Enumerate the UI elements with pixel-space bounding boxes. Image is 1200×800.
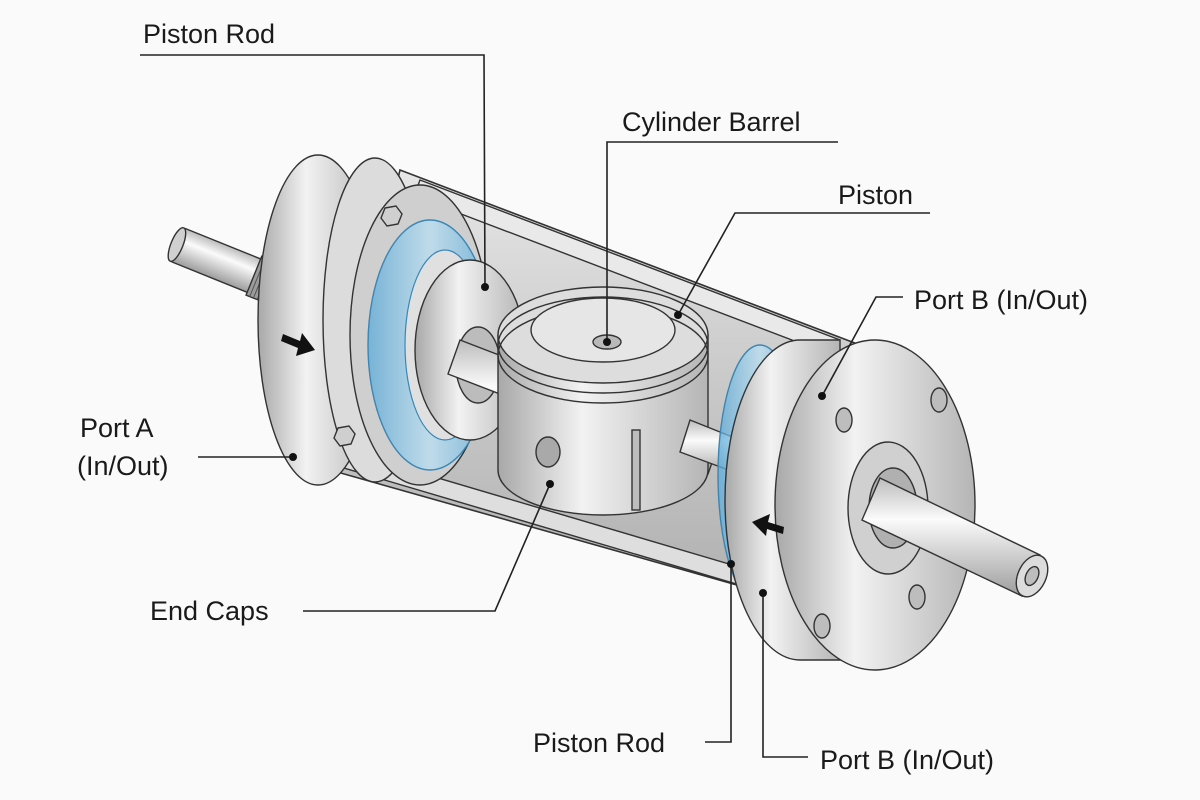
- bolt-icon: [333, 205, 403, 447]
- label-end-caps: End Caps: [150, 596, 269, 626]
- leader-end-caps: [303, 480, 554, 612]
- label-port-a-line1: Port A: [80, 413, 154, 443]
- label-piston-rod-bottom: Piston Rod: [533, 728, 665, 758]
- label-port-b-top: Port B (In/Out): [914, 285, 1088, 315]
- arrow-right-icon: [281, 333, 315, 356]
- piston: [497, 286, 709, 516]
- leader-piston: [674, 212, 930, 319]
- leader-port-b-top: [818, 296, 903, 400]
- arrow-left-icon: [752, 514, 784, 536]
- label-piston: Piston: [838, 180, 913, 210]
- bolt-hole-icon: [813, 387, 948, 639]
- leader-cylinder-barrel: [603, 141, 838, 346]
- label-piston-rod-top: Piston Rod: [143, 19, 275, 49]
- leader-piston-rod-bottom: [705, 560, 735, 743]
- label-port-a-line2: (In/Out): [77, 451, 169, 481]
- leader-port-a: [198, 453, 297, 461]
- right-piston-rod: [861, 477, 1049, 598]
- label-cylinder-barrel: Cylinder Barrel: [622, 107, 801, 137]
- leader-port-b-bottom: [759, 589, 808, 758]
- label-port-b-bottom: Port B (In/Out): [820, 745, 994, 775]
- leader-piston-rod-top: [140, 54, 489, 291]
